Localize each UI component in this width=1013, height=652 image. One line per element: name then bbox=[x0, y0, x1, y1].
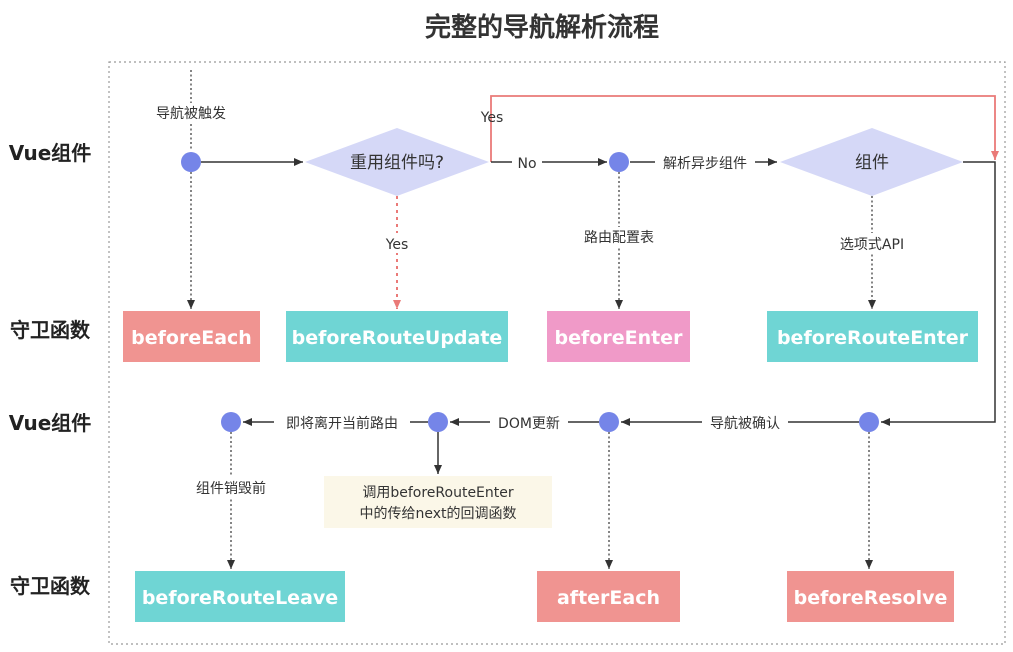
node-after-no bbox=[609, 152, 629, 172]
guard-before-route-update bbox=[286, 311, 508, 362]
edge-label-bg-route-config bbox=[577, 227, 661, 247]
note-callback bbox=[324, 476, 552, 528]
guard-before-each-label: beforeEach bbox=[131, 327, 252, 349]
edge-label-no: No bbox=[517, 156, 536, 172]
edge-label-bg-navigation-confirmed bbox=[702, 412, 788, 432]
edge-label-bg-options-api bbox=[832, 233, 912, 253]
row-label-guard-top: 守卫函数 bbox=[10, 318, 91, 342]
guard-before-resolve-label: beforeResolve bbox=[794, 587, 948, 609]
row-label-guard-bottom: 守卫函数 bbox=[10, 574, 91, 598]
node-navigation-confirmed bbox=[599, 412, 619, 432]
row-label-vue-component-top: Vue组件 bbox=[9, 141, 92, 165]
decision-component-label: 组件 bbox=[855, 153, 889, 173]
node-dom-updated bbox=[428, 412, 448, 432]
guard-before-each bbox=[123, 311, 260, 362]
note-callback-line1: 调用beforeRouteEnter bbox=[362, 485, 514, 501]
decision-reuse-component-label: 重用组件吗? bbox=[350, 153, 444, 173]
edge-label-bg-resolve-async bbox=[655, 152, 755, 172]
guard-after-each bbox=[537, 571, 680, 622]
node-leave-route bbox=[221, 412, 241, 432]
guard-before-route-leave bbox=[135, 571, 345, 622]
decision-component bbox=[780, 128, 963, 196]
edge-label-bg-yes-down bbox=[380, 233, 414, 253]
node-before-resolve bbox=[859, 412, 879, 432]
edge-label-options-api: 选项式API bbox=[840, 237, 904, 253]
diagram-title: 完整的导航解析流程 bbox=[425, 12, 659, 43]
guard-before-route-enter bbox=[767, 311, 978, 362]
edge-label-component-destroy: 组件销毁前 bbox=[196, 480, 266, 497]
edge-label-navigation-triggered: 导航被触发 bbox=[156, 106, 226, 122]
edge-label-bg-no bbox=[512, 152, 542, 172]
guard-before-resolve bbox=[787, 571, 954, 622]
edge-label-about-to-leave: 即将离开当前路由 bbox=[286, 415, 398, 432]
diagram-frame bbox=[108, 61, 1006, 645]
edge-label-bg-about-to-leave bbox=[274, 412, 410, 432]
guard-before-route-update-label: beforeRouteUpdate bbox=[292, 327, 503, 349]
edge-label-bg-component-destroy bbox=[186, 477, 276, 497]
decision-reuse-component bbox=[305, 128, 489, 196]
edge-label-route-config: 路由配置表 bbox=[584, 230, 654, 246]
edge-label-dom-update: DOM更新 bbox=[498, 416, 560, 432]
edge-label-yes-top: Yes bbox=[480, 110, 504, 126]
guard-after-each-label: afterEach bbox=[557, 587, 660, 609]
edge-label-bg-navigation-triggered bbox=[150, 103, 232, 123]
edge-label-navigation-confirmed: 导航被确认 bbox=[710, 416, 780, 432]
guard-before-enter bbox=[547, 311, 690, 362]
node-start bbox=[181, 152, 201, 172]
edge-yes-top bbox=[490, 95, 999, 162]
edge-label-yes-down: Yes bbox=[385, 237, 409, 253]
edge-label-bg-dom-update bbox=[490, 412, 568, 432]
row-label-vue-component-bottom: Vue组件 bbox=[9, 411, 92, 435]
guard-before-route-enter-label: beforeRouteEnter bbox=[777, 327, 969, 349]
edge-label-resolve-async: 解析异步组件 bbox=[663, 156, 747, 172]
edge-right-loop bbox=[881, 161, 996, 426]
guard-before-route-leave-label: beforeRouteLeave bbox=[142, 587, 338, 609]
guard-before-enter-label: beforeEnter bbox=[555, 327, 684, 349]
note-callback-line2: 中的传给next的回调函数 bbox=[359, 506, 516, 522]
